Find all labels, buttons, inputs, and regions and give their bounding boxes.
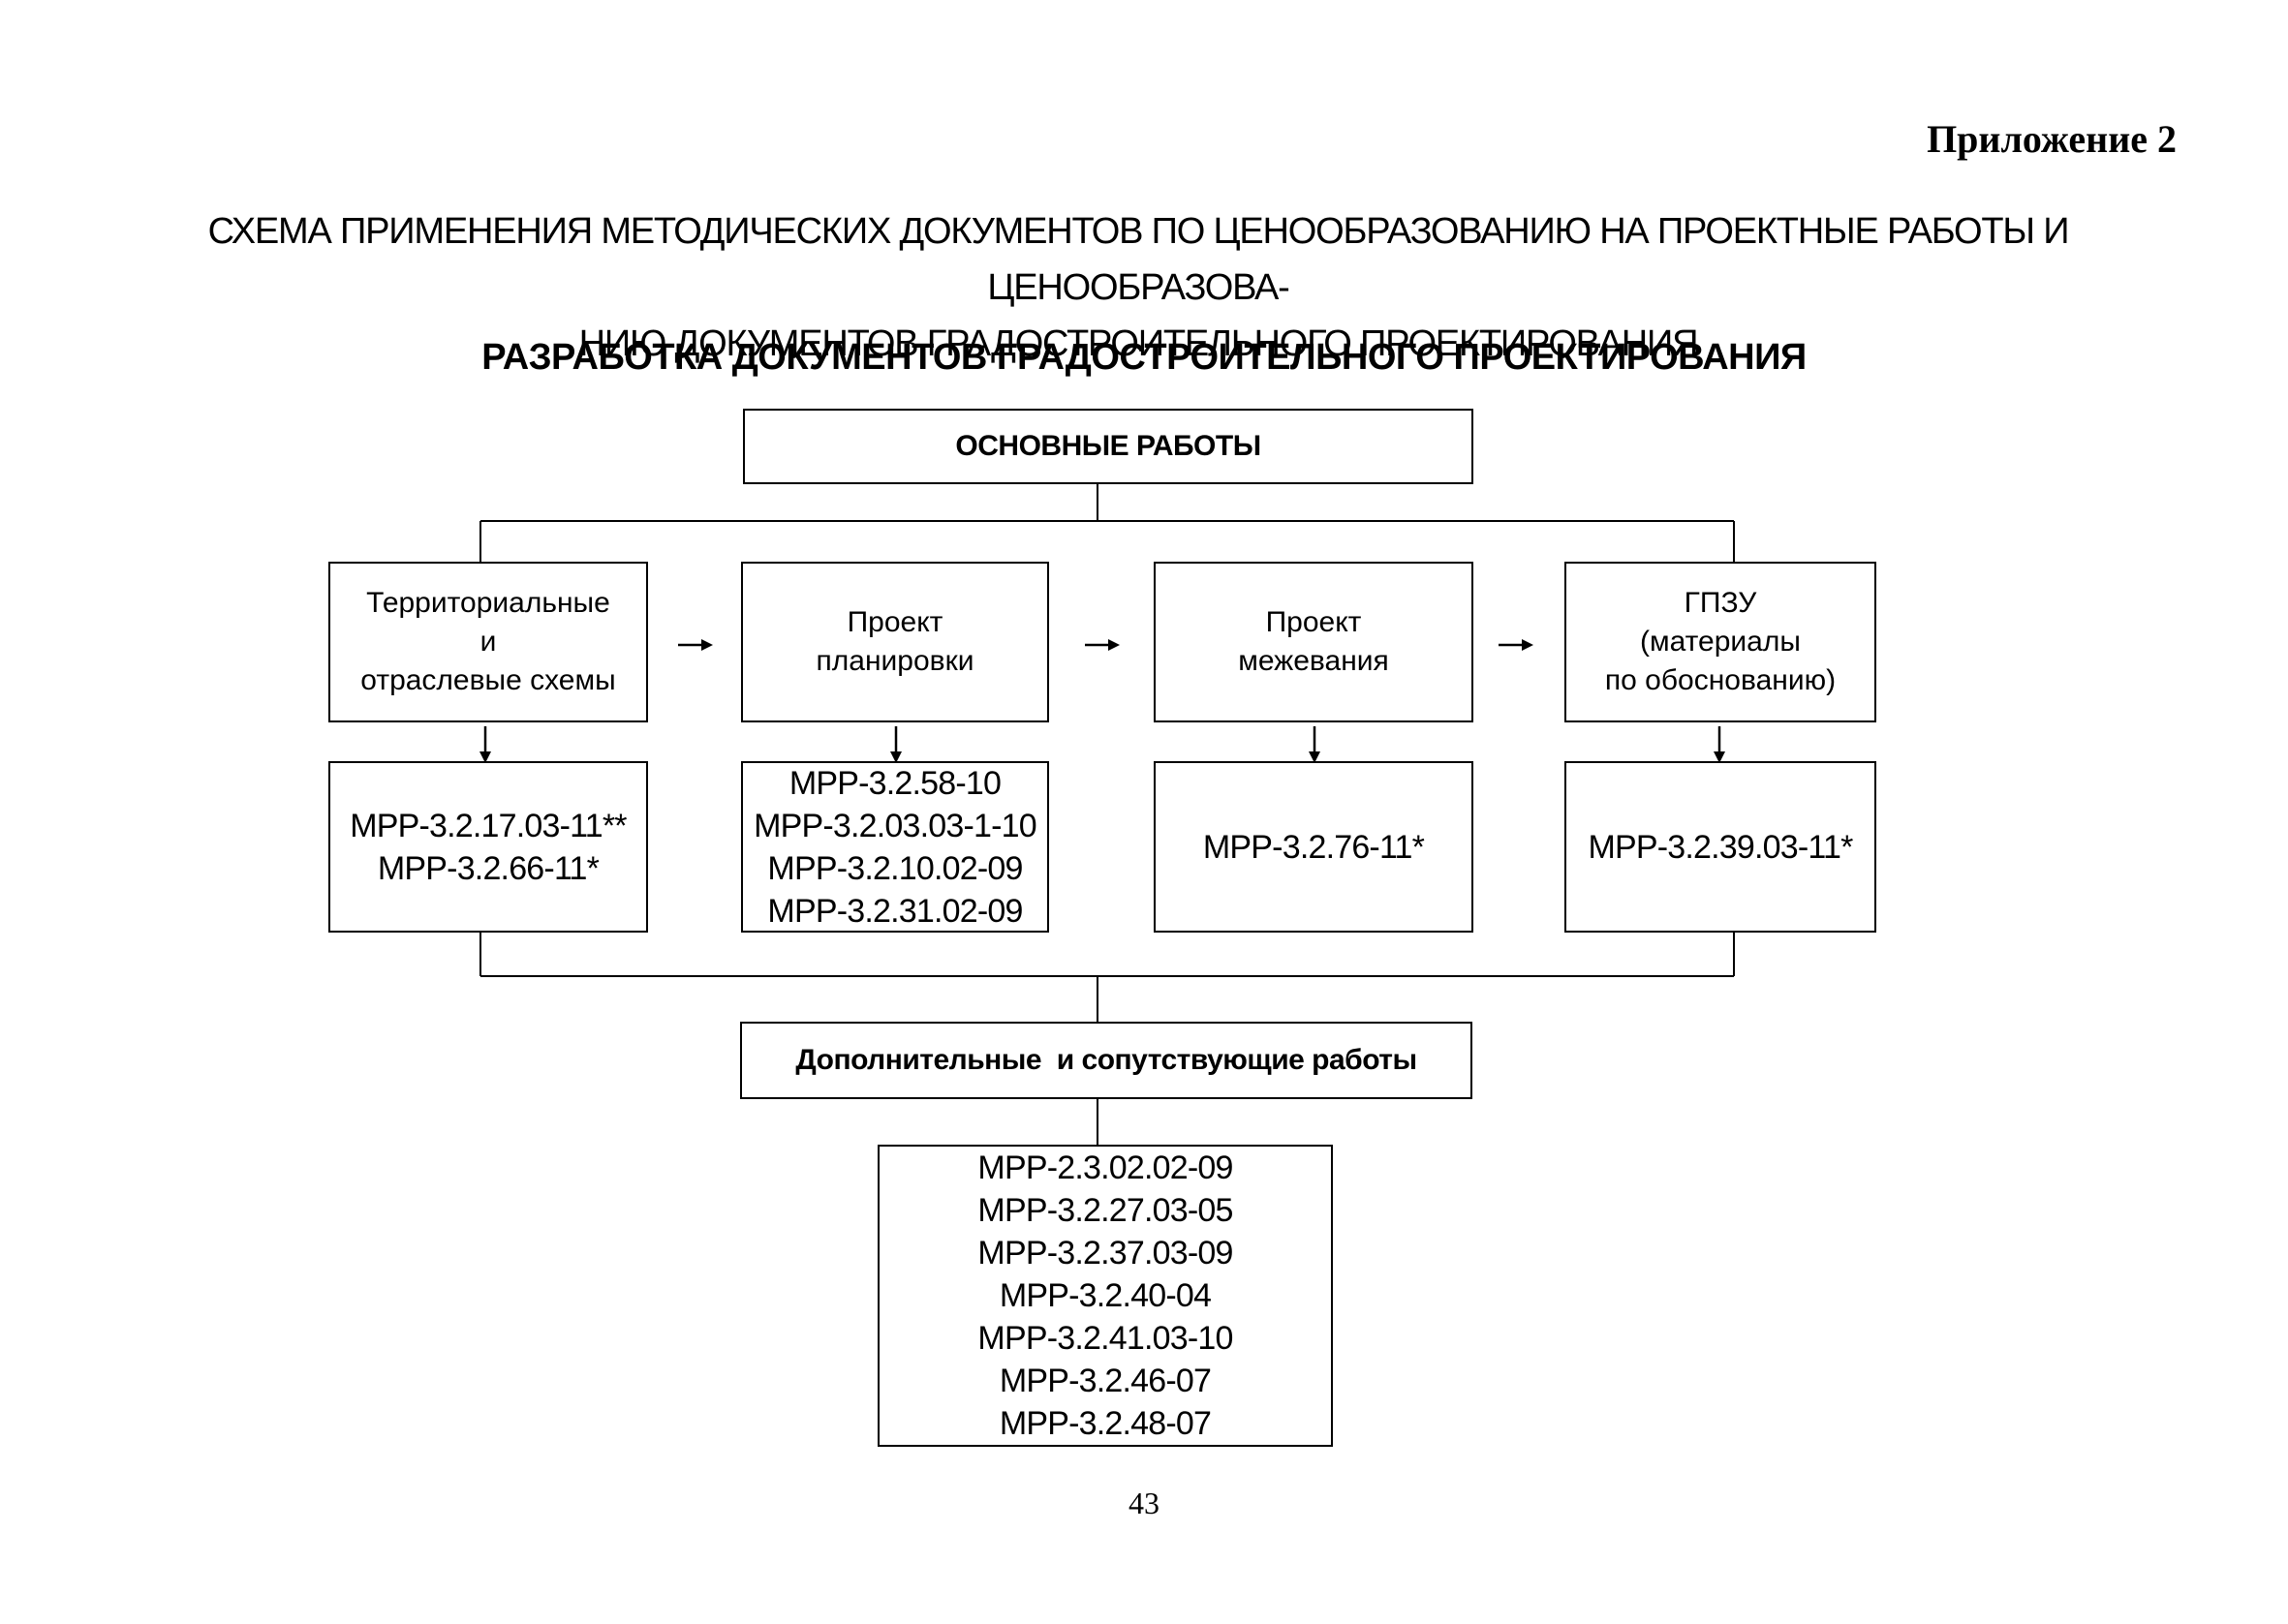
- document-title: СХЕМА ПРИМЕНЕНИЯ МЕТОДИЧЕСКИХ ДОКУМЕНТОВ…: [77, 203, 2199, 372]
- step-box-gpzu: ГПЗУ (материалы по обоснованию): [1564, 562, 1876, 722]
- page-number: 43: [1129, 1486, 1159, 1520]
- document-title-line-1: СХЕМА ПРИМЕНЕНИЯ МЕТОДИЧЕСКИХ ДОКУМЕНТОВ…: [207, 211, 2070, 308]
- docs-box-planning-project: МРР-3.2.58-10 МРР-3.2.03.03-1-10 МРР-3.2…: [741, 761, 1049, 933]
- arrowhead-step-2-to-3: [1108, 639, 1120, 651]
- step-box-territorial-schemes: Территориальные и отраслевые схемы: [328, 562, 648, 722]
- arrowhead-step-1-down: [479, 751, 491, 763]
- arrowhead-step-3-down: [1309, 751, 1320, 763]
- main-works-box: ОСНОВНЫЕ РАБОТЫ: [743, 409, 1473, 484]
- arrowhead-step-2-down: [890, 751, 902, 763]
- document-title-line-2: НИЮ ДОКУМЕНТОВ ГРАДОСТРОИТЕЛЬНОГО ПРОЕКТ…: [578, 323, 1699, 364]
- docs-box-gpzu: МРР-3.2.39.03-11*: [1564, 761, 1876, 933]
- docs-box-territorial-schemes: МРР-3.2.17.03-11** МРР-3.2.66-11*: [328, 761, 648, 933]
- additional-docs-box: МРР-2.3.02.02-09 МРР-3.2.27.03-05 МРР-3.…: [878, 1145, 1333, 1447]
- step-box-planning-project: Проект планировки: [741, 562, 1049, 722]
- additional-works-box: Дополнительные и сопутствующие работы: [740, 1022, 1472, 1099]
- appendix-label: Приложение 2: [1927, 117, 2177, 161]
- arrowhead-step-1-to-2: [701, 639, 713, 651]
- arrowhead-step-3-to-4: [1522, 639, 1533, 651]
- section-title: РАЗРАБОТКА ДОКУМЕНТОВ ГРАДОСТРОИТЕЛЬНОГО…: [481, 337, 1807, 378]
- docs-box-surveying-project: МРР-3.2.76-11*: [1154, 761, 1473, 933]
- step-box-surveying-project: Проект межевания: [1154, 562, 1473, 722]
- arrowhead-step-4-down: [1714, 751, 1725, 763]
